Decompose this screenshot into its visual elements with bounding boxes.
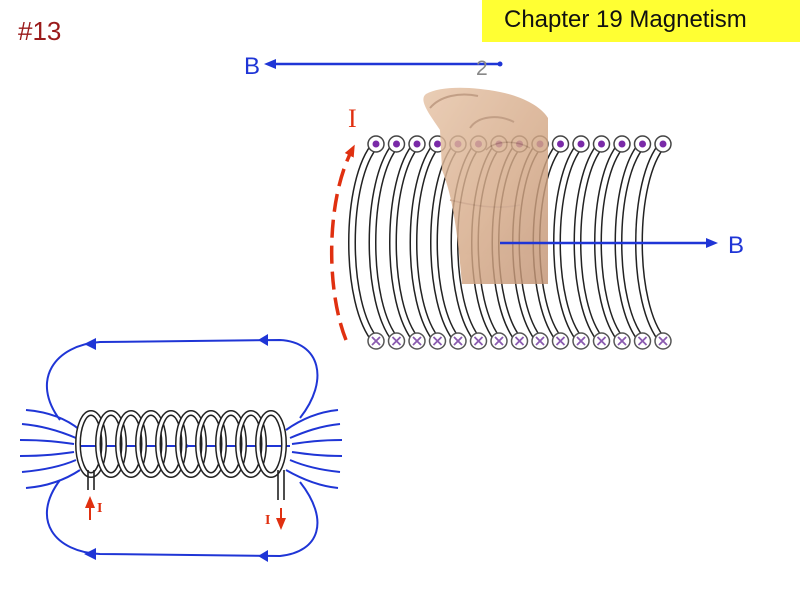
coil-loop xyxy=(75,410,107,478)
chapter-banner xyxy=(482,0,800,42)
wire-in-cross-mark xyxy=(555,336,566,346)
wire-out-dot-center xyxy=(372,140,380,148)
coil-turn-highlight xyxy=(390,142,419,343)
coil-loop xyxy=(175,410,207,478)
current-path-right xyxy=(329,144,355,341)
solenoid-left xyxy=(75,410,287,478)
wire-out-dot-center xyxy=(659,140,667,148)
field-label-left: B xyxy=(244,53,260,80)
current-label-left: I xyxy=(97,501,102,516)
wire-out-dot-center xyxy=(413,140,421,148)
coil-loop xyxy=(95,410,127,478)
coil-turn-highlight xyxy=(349,142,378,343)
coil-loop xyxy=(215,410,247,478)
wire-out-dot-center xyxy=(598,140,605,148)
coil-bottom-crosses xyxy=(367,332,672,350)
coil-loop xyxy=(155,410,187,478)
wire-out-dot-center xyxy=(393,140,400,148)
wire-in-cross-mark xyxy=(432,336,443,346)
wire-in-cross-mark xyxy=(617,336,627,346)
coil-turn-highlight xyxy=(411,142,440,343)
wire-in-cross-mark xyxy=(658,336,668,346)
wire-in-cross-mark xyxy=(391,336,402,346)
wire-in-cross-mark xyxy=(453,336,463,346)
slide-number: #13 xyxy=(18,16,62,46)
field-label-right: B xyxy=(728,232,744,259)
coil-loop xyxy=(115,410,147,478)
top-field-arrow xyxy=(264,59,503,69)
wire-out-dot-center xyxy=(618,140,626,148)
coil-loop xyxy=(135,410,167,478)
wire-in-cross-mark xyxy=(637,336,648,346)
hand-image xyxy=(423,87,548,285)
wire-out-dot-center xyxy=(639,140,646,148)
wire-in-cross-mark xyxy=(473,336,484,346)
field-lines xyxy=(19,334,343,562)
wire-in-cross-mark xyxy=(576,336,586,346)
wire-out-dot-center xyxy=(557,140,564,148)
wire-out-dot-center xyxy=(577,140,585,148)
wire-in-cross-mark xyxy=(494,336,504,346)
coil-turn-highlight xyxy=(370,142,399,343)
coil-loop xyxy=(235,410,267,478)
current-label-right-solenoid: I xyxy=(348,104,357,133)
wire-in-cross-mark xyxy=(535,336,545,346)
wire-in-cross-mark xyxy=(596,336,607,346)
wire-in-cross-mark xyxy=(371,336,381,346)
point-label: 2 xyxy=(476,57,488,80)
current-label-right: I xyxy=(265,513,270,528)
wire-in-cross-mark xyxy=(412,336,422,346)
wire-in-cross-mark xyxy=(514,336,525,346)
lead-wires xyxy=(87,470,285,500)
coil-loop xyxy=(255,410,287,478)
wire-out-dot-center xyxy=(434,140,441,148)
chapter-title: Chapter 19 Magnetism xyxy=(504,6,747,33)
coil-loop xyxy=(195,410,227,478)
point-dot xyxy=(497,61,503,67)
